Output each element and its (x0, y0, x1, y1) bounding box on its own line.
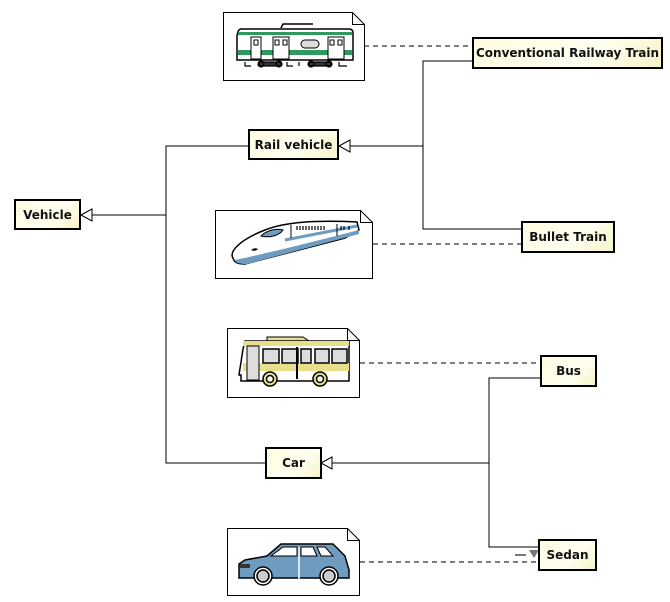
note-bus-image[interactable] (227, 328, 360, 398)
generalization-to-vehicle (79, 145, 266, 464)
class-vehicle[interactable]: Vehicle (14, 199, 81, 230)
note-sedan-image[interactable] (227, 528, 360, 596)
class-sedan-label: Sedan (546, 548, 589, 562)
bullet-train-icon (231, 220, 360, 265)
bus-icon (238, 336, 350, 387)
note-conventional-train-image[interactable] (223, 12, 365, 81)
generalization-to-car (319, 377, 540, 548)
class-conventional-railway-train[interactable]: Conventional Railway Train (472, 37, 663, 69)
class-bus[interactable]: Bus (540, 355, 597, 387)
class-vehicle-label: Vehicle (23, 207, 72, 222)
class-car-label: Car (282, 456, 305, 470)
commuter-train-icon (236, 23, 354, 68)
car-icon (238, 543, 350, 586)
class-bullet-train[interactable]: Bullet Train (521, 221, 615, 253)
sedan-handle-marker[interactable] (515, 550, 539, 558)
note-links (360, 45, 540, 563)
note-bullet-train-image[interactable] (215, 210, 373, 279)
class-conventional-railway-train-label: Conventional Railway Train (475, 46, 660, 60)
class-rail-vehicle[interactable]: Rail vehicle (248, 129, 339, 160)
generalization-to-rail-vehicle (337, 60, 521, 230)
class-bus-label: Bus (556, 364, 581, 378)
class-sedan[interactable]: Sedan (538, 539, 597, 571)
class-rail-vehicle-label: Rail vehicle (254, 137, 333, 152)
class-bullet-train-label: Bullet Train (529, 230, 607, 244)
class-car[interactable]: Car (265, 447, 322, 479)
